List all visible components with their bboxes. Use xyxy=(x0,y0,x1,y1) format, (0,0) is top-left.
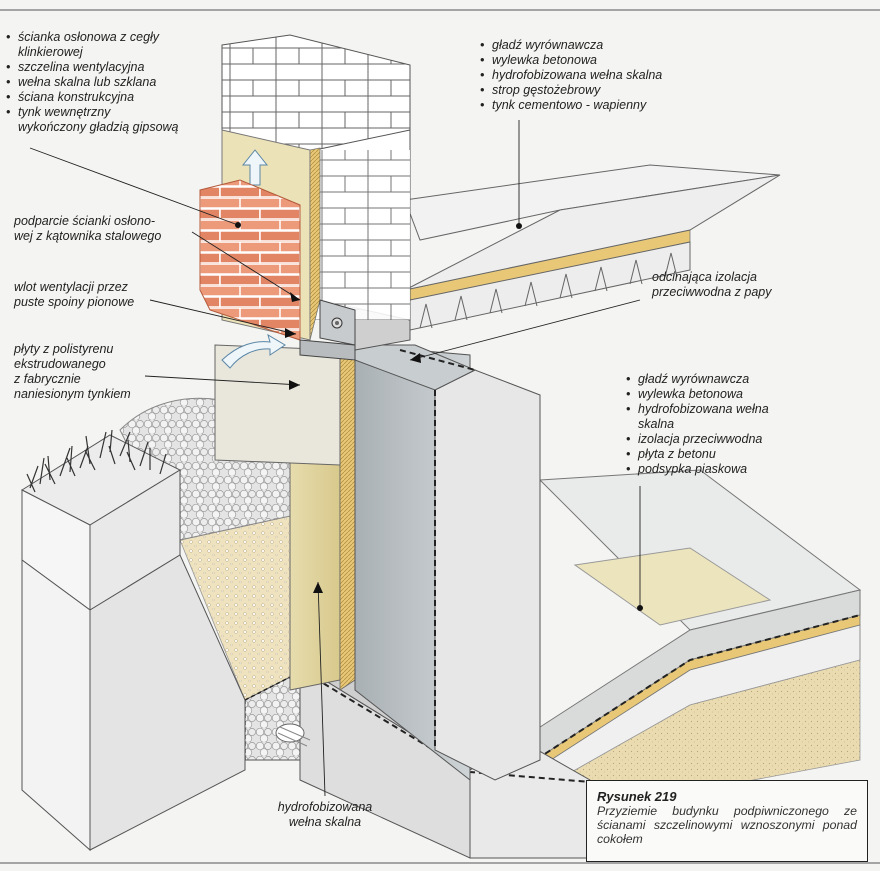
basement-floor xyxy=(519,469,862,791)
label-ventilation-inlet: wlot wentylacji przez puste spoiny piono… xyxy=(14,280,134,310)
drain-pipe xyxy=(275,723,311,747)
label-item: strop gęstożebrowy xyxy=(480,83,662,98)
label-line: ekstrudowanego xyxy=(14,357,106,371)
label-rock-wool: hydrofobizowana wełna skalna xyxy=(270,800,380,830)
ceiling-slab xyxy=(354,164,781,351)
label-item: płyta z betonu xyxy=(626,447,769,462)
label-item: ścianka osłonowa z cegły xyxy=(6,30,179,45)
label-item: hydrofobizowana wełna xyxy=(626,402,769,417)
label-item: gładź wyrównawcza xyxy=(480,38,662,53)
label-item: ściana konstrukcyjna xyxy=(6,90,179,105)
leader-dots xyxy=(235,222,643,611)
steel-angle xyxy=(299,299,356,361)
plinth-insulation xyxy=(214,344,356,691)
leader-arrowheads xyxy=(285,292,421,593)
label-item: izolacja przeciwwodna xyxy=(626,432,769,447)
label-line: wlot wentylacji przez xyxy=(14,280,128,294)
label-item: hydrofobizowana wełna skalna xyxy=(480,68,662,83)
label-line: wej z kątownika stalowego xyxy=(14,229,162,243)
label-item: skalna xyxy=(638,417,675,431)
label-line: płyty z polistyrenu xyxy=(14,342,114,356)
label-item: podsypka piaskowa xyxy=(626,462,769,477)
label-item: wełna skalna lub szklana xyxy=(6,75,179,90)
label-line: wełna skalna xyxy=(288,815,362,829)
label-item: tynk cementowo - wapienny xyxy=(480,98,662,113)
grass xyxy=(26,429,167,493)
label-floor-layers: gładź wyrównawcza wylewka betonowa hydro… xyxy=(626,372,769,477)
label-item: szczelina wentylacyjna xyxy=(6,60,179,75)
label-item: wykończony gładzią gipsową xyxy=(18,120,179,134)
brick-veneer xyxy=(199,179,301,341)
leader-lines xyxy=(29,120,641,797)
label-line: naniesionym tynkiem xyxy=(14,387,131,401)
basement-wall xyxy=(354,344,541,782)
label-line: hydrofobizowana xyxy=(277,800,373,814)
label-line: przeciwwodna z papy xyxy=(652,285,772,299)
label-line: podparcie ścianki osłono- xyxy=(14,214,156,228)
label-item: gładź wyrównawcza xyxy=(626,372,769,387)
label-ceiling-layers: gładź wyrównawcza wylewka betonowa hydro… xyxy=(480,38,662,113)
caption-title: Rysunek 219 xyxy=(597,789,677,804)
label-item: wylewka betonowa xyxy=(626,387,769,402)
figure-caption: Rysunek 219 Przyziemie budynku podpiwnic… xyxy=(586,780,868,862)
label-steel-support: podparcie ścianki osłono- wej z kątownik… xyxy=(14,214,161,244)
label-line: odcinająca izolacja xyxy=(652,270,757,284)
label-line: puste spoiny pionowe xyxy=(14,295,135,309)
ventilation-arrow-in xyxy=(221,333,286,369)
caption-text: Przyziemie budynku podpiwniczonego ze śc… xyxy=(597,804,857,846)
label-item: wylewka betonowa xyxy=(480,53,662,68)
label-wall-layers: ścianka osłonowa z cegły klinkierowej sz… xyxy=(6,30,179,135)
label-item: tynk wewnętrzny xyxy=(6,105,179,120)
label-polystyrene: płyty z polistyrenu ekstrudowanego z fab… xyxy=(14,342,131,402)
label-damp-proof: odcinająca izolacja przeciwwodna z papy xyxy=(652,270,772,300)
slab-ribs xyxy=(419,252,678,329)
label-line: z fabrycznie xyxy=(14,372,81,386)
ventilation-arrow-up xyxy=(241,149,269,186)
label-item: klinkierowej xyxy=(18,45,83,59)
ground-block xyxy=(20,429,246,852)
